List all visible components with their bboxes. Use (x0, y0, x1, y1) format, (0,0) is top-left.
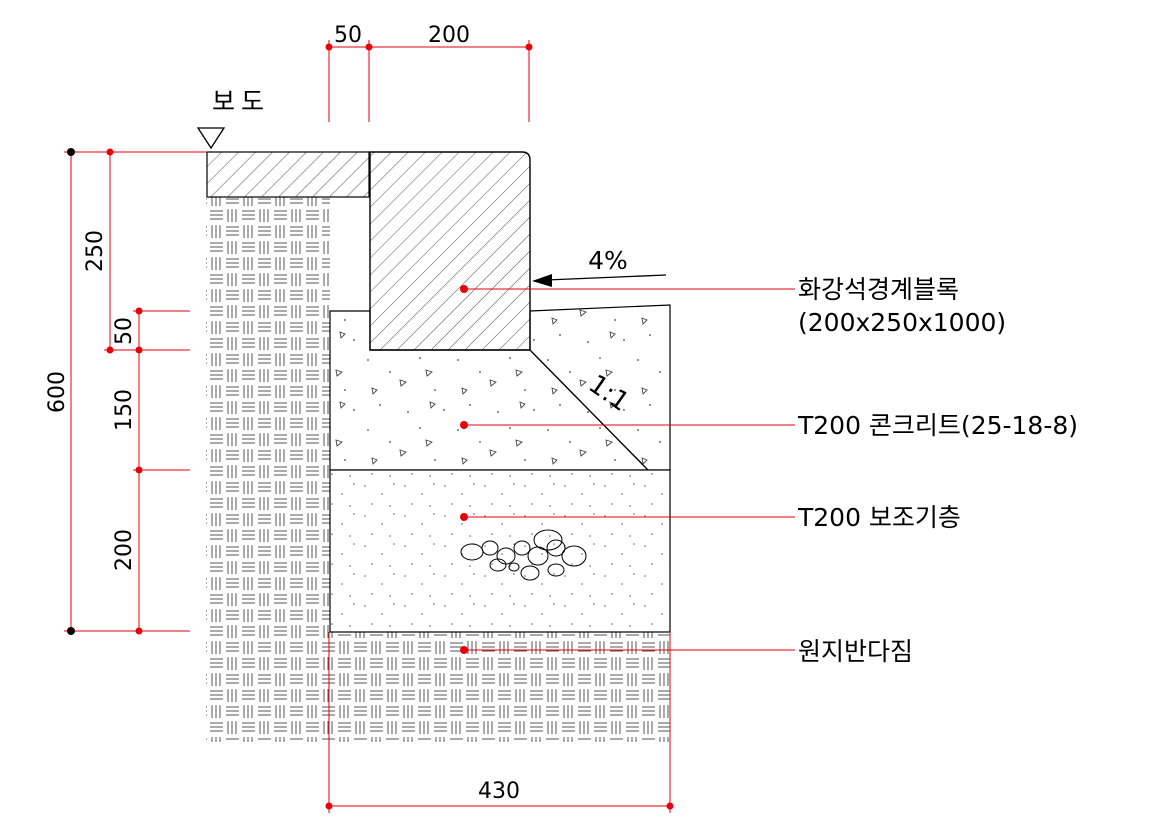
dim-left-600: 600 (45, 371, 70, 413)
granite-curb-block (369, 151, 531, 351)
sidewalk-label: 보도 (212, 87, 270, 116)
level-marker-icon (196, 127, 226, 150)
dim-left-200: 200 (112, 529, 137, 571)
dim-left-250: 250 (83, 230, 108, 272)
dim-top-50: 50 (334, 23, 362, 48)
callout-ground: 원지반다짐 (798, 637, 913, 666)
subbase-layer (329, 469, 671, 633)
dimension-lines (64, 40, 795, 813)
slope-percent: 4% (588, 246, 628, 275)
sidewalk-pavement (206, 151, 370, 198)
slope-arrow (532, 274, 667, 287)
callout-curb-block: 화강석경계블록 (798, 275, 959, 304)
gravel-symbol (460, 529, 587, 581)
origin-points (67, 148, 75, 635)
dim-bottom-430: 430 (478, 779, 520, 804)
callout-subbase: T200 보조기층 (797, 503, 961, 532)
callout-curb-block-size: (200x250x1000) (798, 308, 1006, 337)
callout-concrete: T200 콘크리트(25-18-8) (797, 411, 1078, 440)
original-ground-bottom (330, 632, 670, 742)
dim-left-50: 50 (112, 317, 137, 345)
slope-line (529, 349, 649, 471)
dim-left-150: 150 (112, 389, 137, 431)
dim-top-200: 200 (428, 23, 470, 48)
dimension-points (106, 43, 674, 810)
original-ground-left (206, 197, 330, 742)
